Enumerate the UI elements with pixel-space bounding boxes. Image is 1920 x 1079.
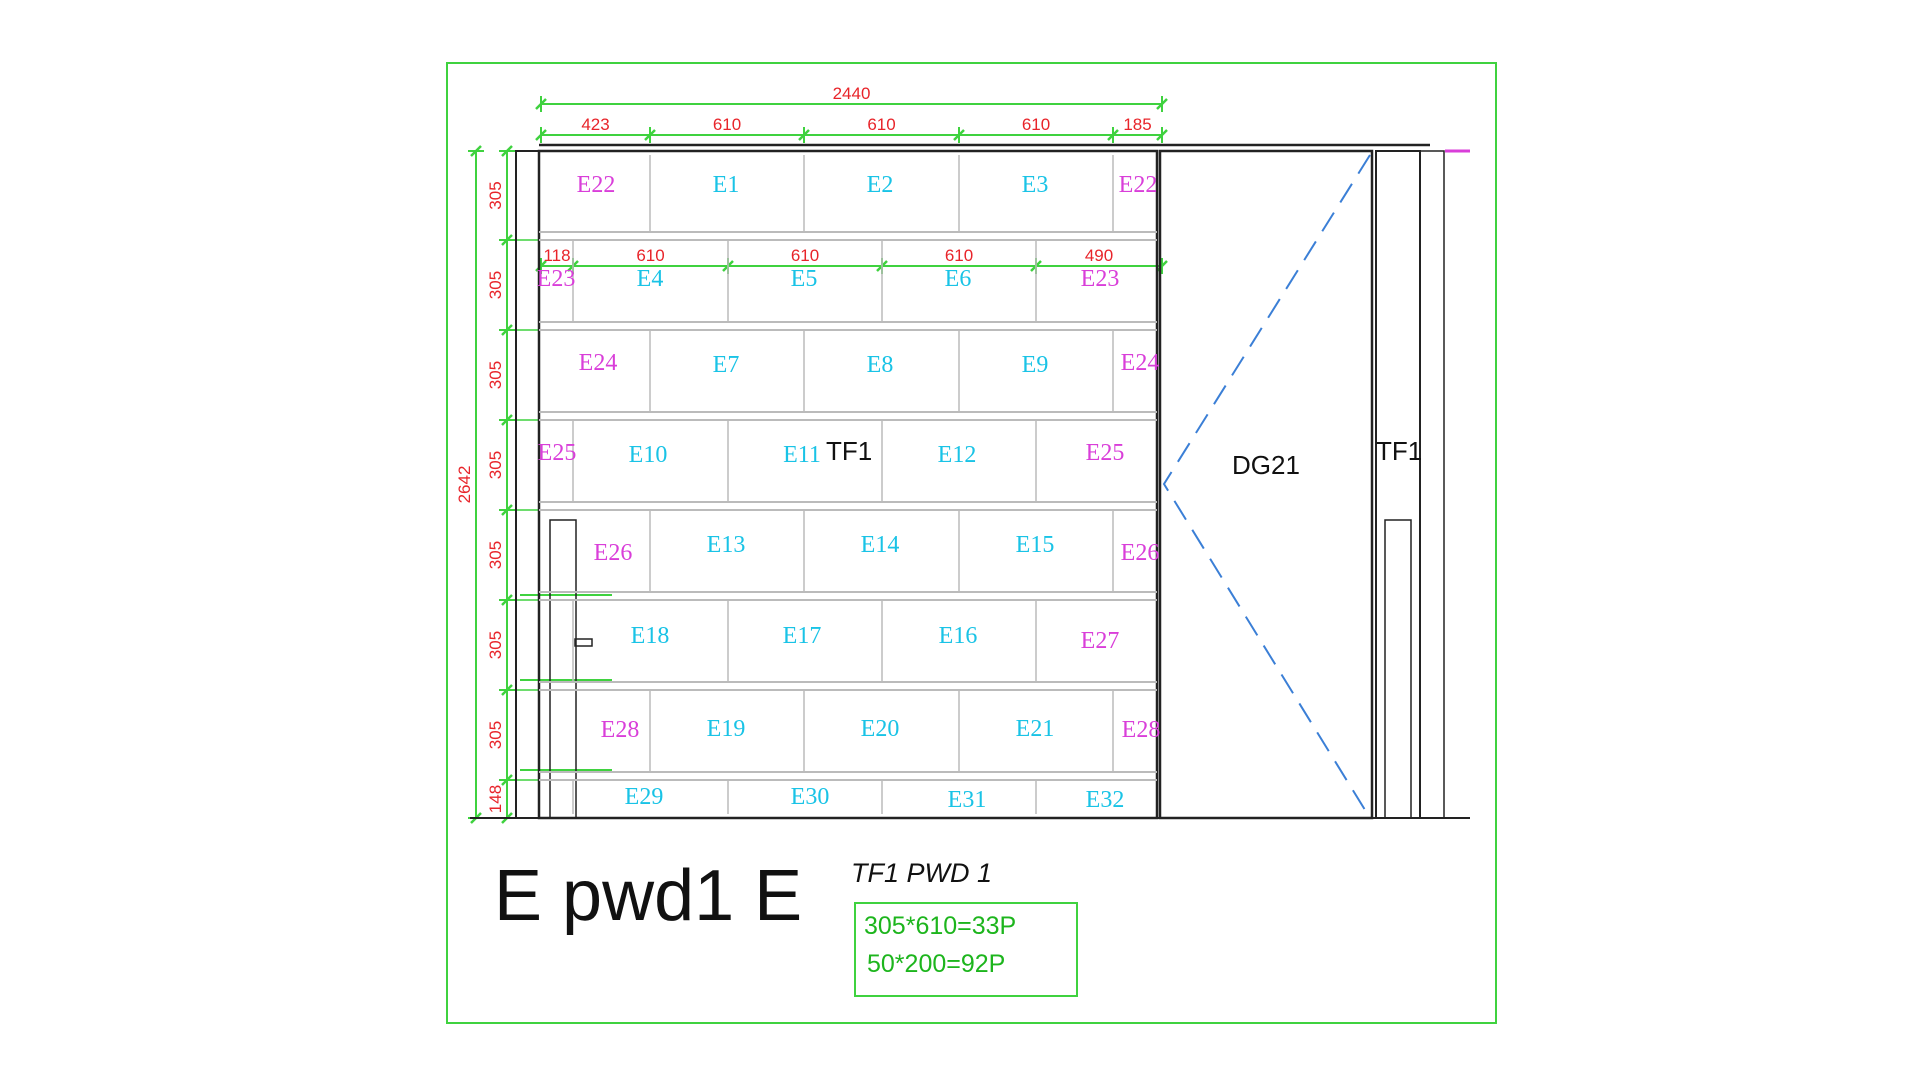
dimension-label: 305 [486, 631, 505, 659]
tile-label: E15 [1016, 532, 1055, 558]
dimension-lines: 2440 423 610 610 610 185 118 610 610 610 490 2642 30… [455, 84, 1168, 824]
tile-label: E18 [631, 623, 670, 649]
tile-label: E1 [713, 172, 740, 198]
dimension-tick [644, 129, 656, 141]
tile-label: E30 [791, 784, 830, 810]
dimension-tick [953, 129, 965, 141]
dimension-tick [535, 98, 547, 110]
tile-label: E14 [861, 532, 900, 558]
dimension-label: 185 [1123, 115, 1151, 134]
dimension-tick [1156, 129, 1168, 141]
door-handle [574, 638, 593, 647]
wall-label: TF1 [826, 436, 872, 466]
tile-label: E23 [1081, 266, 1120, 292]
tile-label: E2 [867, 172, 894, 198]
dimension-label: 305 [486, 721, 505, 749]
dimension-label: 305 [486, 451, 505, 479]
drawing-subtitle: TF1 PWD 1 [851, 858, 992, 888]
wall-structure [470, 143, 1470, 820]
tile-label: E8 [867, 352, 894, 378]
dimension-label: 610 [945, 246, 973, 265]
tile-label: E22 [1119, 172, 1158, 198]
tile-label: E28 [1122, 717, 1161, 743]
dimension-label: 305 [486, 361, 505, 389]
dimension-label: 305 [486, 271, 505, 299]
right-post-outer [1419, 150, 1445, 819]
tile-label: E29 [625, 784, 664, 810]
dimension-tick [535, 260, 547, 272]
tile-label: E25 [538, 440, 577, 466]
right-post-inner [1384, 519, 1412, 819]
tile-label: E27 [1081, 628, 1120, 654]
dimension-tick [470, 145, 482, 157]
tile-label: E11 [783, 442, 821, 468]
notes-box [854, 902, 1078, 997]
right-post [1375, 150, 1421, 819]
dimension-label: 610 [636, 246, 664, 265]
door-label: DG21 [1232, 450, 1300, 480]
tile-label: E16 [939, 623, 978, 649]
dimension-label: 2642 [455, 466, 474, 504]
tile-label: E3 [1022, 172, 1049, 198]
tile-label: E12 [938, 442, 977, 468]
note-line-2: 50*200=92P [867, 950, 1005, 978]
dimension-label: 148 [486, 785, 505, 813]
left-post-lower [549, 519, 577, 819]
note-line-1: 305*610=33P [864, 912, 1016, 940]
dimension-label: 610 [713, 115, 741, 134]
tile-label: E32 [1086, 787, 1125, 813]
dimension-label: 610 [1022, 115, 1050, 134]
tile-label: E23 [537, 266, 576, 292]
dimension-label: 305 [486, 181, 505, 209]
dimension-label: 610 [867, 115, 895, 134]
right-wall-label: TF1 [1376, 436, 1422, 466]
tile-label: E7 [713, 352, 740, 378]
tile-label: E20 [861, 716, 900, 742]
drawing-title: E pwd1 E [494, 856, 802, 936]
tile-label: E9 [1022, 352, 1049, 378]
tile-label: E24 [579, 350, 618, 376]
dimension-tick [1156, 260, 1168, 272]
dimension-tick [798, 129, 810, 141]
dimension-label: 423 [581, 115, 609, 134]
tile-label: E6 [945, 266, 972, 292]
dimension-label: 118 [543, 246, 570, 265]
tile-label: E22 [577, 172, 616, 198]
tile-label: E5 [791, 266, 818, 292]
tile-label: E10 [629, 442, 668, 468]
door-swing-lines [1162, 154, 1371, 819]
drawing-frame [446, 62, 1497, 1024]
dimension-tick [535, 129, 547, 141]
tile-label: E26 [1121, 540, 1160, 566]
dimension-label: 2440 [833, 84, 871, 103]
tile-label: E17 [783, 623, 822, 649]
tile-label: E25 [1086, 440, 1125, 466]
tile-label: E13 [707, 532, 746, 558]
tile-label: E4 [637, 266, 664, 292]
dimension-label: 610 [791, 246, 819, 265]
dimension-tick [1107, 129, 1119, 141]
dimension-label: 305 [486, 541, 505, 569]
tile-label: E31 [948, 787, 987, 813]
dimension-label: 490 [1085, 246, 1113, 265]
tile-label: E24 [1121, 350, 1160, 376]
tile-label: E28 [601, 717, 640, 743]
tile-label: E21 [1016, 716, 1055, 742]
dimension-tick [1156, 98, 1168, 110]
door-frame [1158, 149, 1374, 820]
tile-label: E26 [594, 540, 633, 566]
tile-grid [539, 155, 1157, 814]
tile-label: E19 [707, 716, 746, 742]
left-post [515, 150, 540, 819]
